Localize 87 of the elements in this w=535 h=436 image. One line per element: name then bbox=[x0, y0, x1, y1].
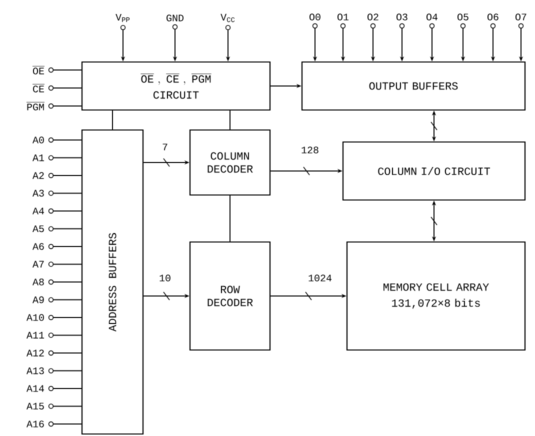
memory-array-box: MEMORY CELL ARRAY 131,072×8 bits bbox=[346, 241, 526, 351]
pin-line bbox=[53, 370, 82, 372]
node-label: O3 bbox=[396, 14, 408, 20]
node-label: A16 bbox=[26, 420, 44, 428]
edge-label: 128 bbox=[300, 146, 320, 154]
pin-line bbox=[53, 228, 82, 230]
node-label: O7 bbox=[516, 14, 526, 20]
pin-line bbox=[53, 334, 82, 336]
pin-line bbox=[53, 406, 82, 407]
pin: O1 bbox=[338, 14, 349, 28]
pin: A4 bbox=[32, 208, 54, 214]
node-label: O2 bbox=[368, 14, 378, 20]
pin-line bbox=[53, 317, 82, 318]
pin: $\overline{\mbox{OE}}$ bbox=[32, 66, 54, 74]
pin: A6 bbox=[32, 243, 54, 250]
node-label: A5 bbox=[32, 225, 44, 232]
pin: O4 bbox=[426, 14, 438, 28]
node-label: O0 bbox=[310, 14, 320, 20]
node-label: A15 bbox=[26, 402, 44, 410]
pin: A13 bbox=[26, 367, 54, 374]
pin-line bbox=[53, 352, 82, 354]
node-label: A14 bbox=[26, 385, 44, 392]
pin: O5 bbox=[458, 14, 468, 28]
node-label: A13 bbox=[26, 367, 44, 374]
node-label: $\overline{\mbox{OE}}$ bbox=[32, 66, 45, 74]
pin: V$_{PP}$ bbox=[116, 14, 130, 30]
node-label: A0 bbox=[32, 136, 44, 144]
pin-line bbox=[53, 175, 82, 176]
pin: A1 bbox=[32, 154, 54, 162]
node-label: O4 bbox=[426, 14, 438, 20]
pin: A7 bbox=[32, 260, 54, 268]
pin: $\overline{\mbox{PGM}}$ bbox=[26, 102, 54, 110]
pin: O2 bbox=[368, 14, 378, 28]
node-label: $\overline{\mbox{PGM}}$ bbox=[26, 102, 45, 110]
node-label: A3 bbox=[32, 190, 44, 197]
node-label: O6 bbox=[488, 14, 498, 20]
pin: A15 bbox=[26, 402, 54, 410]
node-label: GND bbox=[166, 14, 184, 22]
pin: A8 bbox=[32, 278, 54, 286]
io-circuit-box: COLUMN I/O CIRCUIT bbox=[342, 141, 526, 201]
pin: A16 bbox=[26, 420, 54, 428]
pin: A0 bbox=[32, 136, 54, 144]
pin: GND bbox=[166, 14, 184, 30]
pin-line bbox=[53, 210, 82, 212]
control-circuit-box: $\overline{\mbox{OE}}\ ,\ \overline{\mbox{CE}}\ ,\ \overline{\mbox{PGM}}$ CIRCUIT bbox=[81, 61, 271, 111]
pin-line bbox=[53, 264, 82, 265]
pin: A9 bbox=[32, 296, 54, 304]
pin: A2 bbox=[32, 172, 54, 179]
pin: O3 bbox=[396, 14, 408, 28]
node-label: A9 bbox=[32, 296, 44, 304]
node-label: A11 bbox=[26, 332, 44, 338]
pin-line bbox=[53, 299, 82, 300]
pin: A14 bbox=[26, 385, 54, 392]
pin: V$_{CC}$ bbox=[220, 14, 235, 30]
pin: A3 bbox=[32, 190, 54, 197]
node-label: $\overline{\mbox{CE}}$ bbox=[32, 84, 45, 92]
node-label: A2 bbox=[32, 172, 44, 179]
node-label: V$_{PP}$ bbox=[116, 14, 130, 22]
pin: A10 bbox=[26, 314, 54, 321]
edge-label: 1024 bbox=[307, 274, 333, 282]
pin: A11 bbox=[26, 332, 54, 338]
pin: A5 bbox=[32, 225, 54, 232]
output-buffer-box: OUTPUT BUFFERS bbox=[301, 61, 526, 111]
pin-line bbox=[53, 388, 82, 389]
address-buffer-box: ADDRESS BUFFERS bbox=[81, 129, 144, 435]
pin: A12 bbox=[26, 350, 54, 356]
pin-line bbox=[53, 246, 82, 247]
pin: O7 bbox=[516, 14, 526, 28]
node-label: A8 bbox=[32, 278, 44, 286]
node-label: A6 bbox=[32, 243, 44, 250]
node-label: A12 bbox=[26, 350, 44, 356]
edge-label: 10 bbox=[158, 274, 172, 282]
pin: O0 bbox=[310, 14, 320, 28]
node-label: A4 bbox=[32, 208, 44, 214]
pin-line bbox=[53, 157, 82, 158]
decoder-box: COLUMN DECODER bbox=[189, 129, 271, 196]
decoder-box: ROW DECODER bbox=[189, 241, 271, 351]
pin: $\overline{\mbox{CE}}$ bbox=[32, 84, 54, 92]
pin-line bbox=[53, 192, 82, 194]
node-label: A7 bbox=[32, 260, 44, 268]
pin: O6 bbox=[488, 14, 498, 28]
node-label: O5 bbox=[458, 14, 468, 20]
edge-label: 7 bbox=[161, 142, 169, 152]
node-label: A10 bbox=[26, 314, 44, 321]
node-label: V$_{CC}$ bbox=[220, 14, 235, 22]
node-label: O1 bbox=[338, 14, 349, 20]
node-label: A1 bbox=[32, 154, 44, 162]
